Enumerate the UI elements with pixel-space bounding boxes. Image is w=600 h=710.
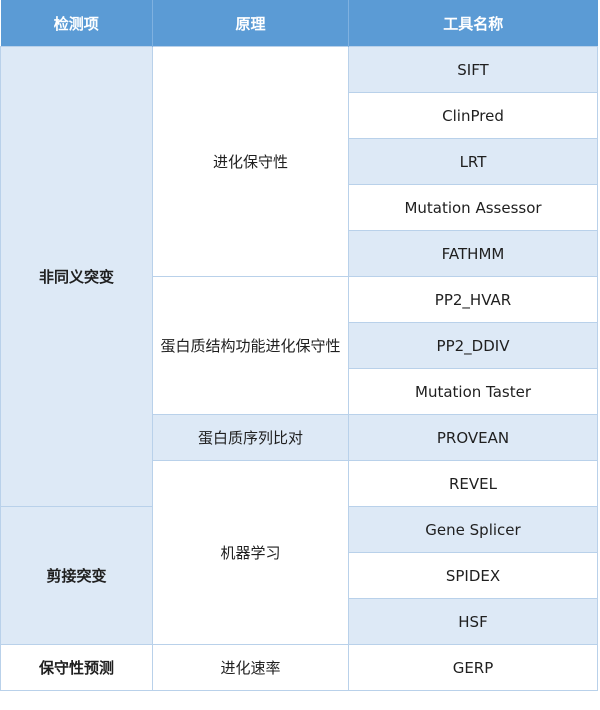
header-tool-name: 工具名称 xyxy=(348,0,598,47)
table-row: 蛋白质序列比对 PROVEAN xyxy=(1,414,598,461)
table-row: PP2_DDIV xyxy=(1,322,598,369)
tool-cell: FATHMM xyxy=(348,230,598,277)
tool-cell: GERP xyxy=(348,644,598,691)
principle-protein-structure: 蛋白质结构功能进化保守性 xyxy=(152,276,349,415)
tool-cell: PROVEAN xyxy=(348,414,598,461)
tool-cell: Mutation Taster xyxy=(348,368,598,415)
tool-table: 检测项 原理 工具名称 非同义突变 进化保守性 SIFT ClinPred LR… xyxy=(0,0,598,691)
table-row: ClinPred xyxy=(1,92,598,139)
tool-cell: LRT xyxy=(348,138,598,185)
header-detection-item: 检测项 xyxy=(0,0,153,47)
header-row: 检测项 原理 工具名称 xyxy=(0,0,598,47)
principle-evolution-rate: 进化速率 xyxy=(152,644,349,691)
tool-cell: HSF xyxy=(348,598,598,645)
group-nonsynonymous: 非同义突变 xyxy=(0,46,153,507)
table-row: 蛋白质结构功能进化保守性 PP2_HVAR xyxy=(1,276,598,415)
tool-cell: PP2_HVAR xyxy=(348,276,598,323)
table-row: 剪接突变 Gene Splicer xyxy=(0,506,598,645)
table-row: LRT xyxy=(1,138,598,185)
table-row: FATHMM xyxy=(1,230,598,277)
header-principle: 原理 xyxy=(152,0,349,47)
table-row: 保守性预测 进化速率 GERP xyxy=(0,644,598,691)
table-row: 机器学习 REVEL xyxy=(1,460,598,645)
principle-protein-alignment: 蛋白质序列比对 xyxy=(152,414,349,461)
tool-cell: ClinPred xyxy=(348,92,598,139)
principle-evolutionary-conservation: 进化保守性 xyxy=(152,46,349,277)
table-row: HSF xyxy=(1,598,598,645)
principle-machine-learning: 机器学习 xyxy=(152,460,349,645)
tool-cell: SIFT xyxy=(348,46,598,93)
table-row: 非同义突变 进化保守性 SIFT xyxy=(0,46,598,507)
tool-cell: REVEL xyxy=(348,460,598,507)
tool-cell: PP2_DDIV xyxy=(348,322,598,369)
table-row: SPIDEX xyxy=(1,552,598,599)
tool-cell: Gene Splicer xyxy=(348,506,598,553)
tool-cell: SPIDEX xyxy=(348,552,598,599)
tool-cell: Mutation Assessor xyxy=(348,184,598,231)
group-conservation-prediction: 保守性预测 xyxy=(0,644,153,691)
table-row: Mutation Taster xyxy=(1,368,598,415)
group-splicing: 剪接突变 xyxy=(0,506,153,645)
